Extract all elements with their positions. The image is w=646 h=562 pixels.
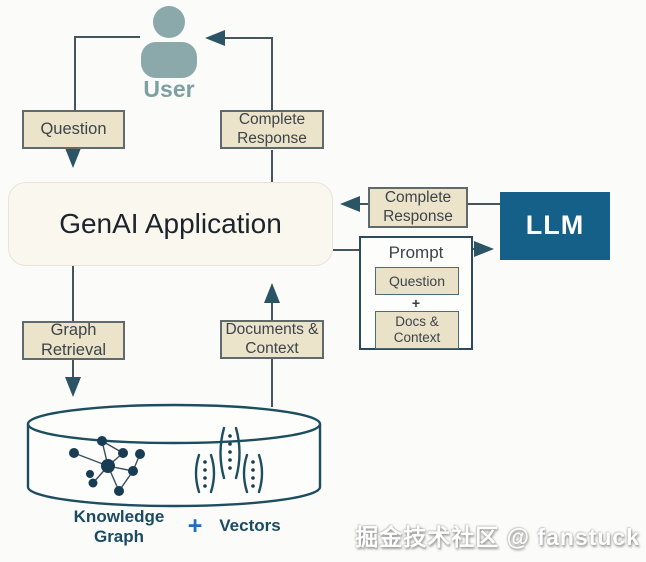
prompt-box: Prompt Question + Docs & Context [359,236,473,350]
llm-label: LLM [525,210,585,241]
documents-context-box: Documents & Context [220,320,324,359]
prompt-docs-context-label: Docs & Context [393,314,441,345]
person-head [153,6,185,38]
person-body [141,42,197,78]
complete-response-llm-label: Complete Response [383,189,453,225]
genai-application-label: GenAI Application [59,208,282,240]
complete-response-top-label: Complete Response [237,111,307,147]
question-box: Question [22,110,125,149]
vector-brackets-icon [194,426,264,494]
knowledge-graph-label: Knowledge Graph [73,507,165,546]
user-icon [128,2,210,78]
graph-retrieval-box: Graph Retrieval [22,321,125,360]
prompt-docs-context-box: Docs & Context [375,311,459,349]
complete-response-top-box: Complete Response [220,110,324,149]
prompt-plus-sign: + [411,295,421,311]
vector-dots [203,434,255,488]
user-label: User [143,76,195,102]
llm-box: LLM [500,192,610,260]
knowledge-graph-icon [69,436,145,496]
watermark-text: 掘金技术社区 @ fanstuck [355,524,640,550]
vectors-label: Vectors [219,516,281,535]
database-cylinder-icon [24,399,324,511]
edge-user-to-question [74,36,140,110]
prompt-title: Prompt [388,243,444,262]
plus-sign: + [187,512,203,540]
graph-retrieval-label: Graph Retrieval [40,321,107,359]
prompt-question-box: Question [375,267,459,295]
cylinder-top [26,403,322,445]
documents-context-label: Documents & Context [225,321,319,357]
question-box-label: Question [40,119,107,138]
complete-response-llm-box: Complete Response [368,187,468,228]
genai-application-box: GenAI Application [8,182,333,266]
edge-crtop-to-user [205,30,273,110]
prompt-question-label: Question [388,272,446,289]
